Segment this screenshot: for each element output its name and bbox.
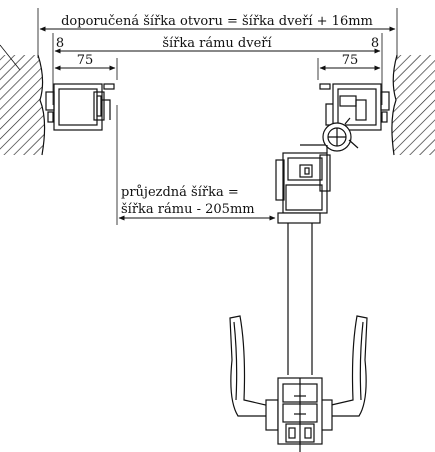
- lever-handle-right: [319, 315, 368, 431]
- wall-left: [0, 44, 46, 156]
- profile-left-label: 75: [77, 53, 94, 68]
- dimension-frame-width: šířka rámu dveří 8 8: [52, 33, 383, 105]
- gap-right-label: 8: [371, 36, 379, 51]
- passage-width-label-line1: průjezdná šířka =: [121, 184, 239, 200]
- dimension-profile-left: 75: [54, 53, 118, 80]
- profile-right-label: 75: [342, 53, 359, 68]
- lock-body: [277, 377, 323, 452]
- wall-right: [391, 54, 435, 156]
- gap-left-label: 8: [56, 36, 64, 51]
- door-leaf-body: [287, 223, 313, 375]
- passage-width-label-line2: šířka rámu - 205mm: [121, 202, 255, 217]
- frame-profile-right: [319, 83, 390, 152]
- dimension-profile-right: 75: [317, 53, 381, 80]
- dimension-recommended-opening: doporučená šířka otvoru = šířka dveří + …: [37, 8, 398, 58]
- frame-profile-left: [45, 83, 115, 131]
- lever-handle-left: [229, 315, 279, 431]
- frame-width-label: šířka rámu dveří: [162, 36, 272, 51]
- door-leaf-profile: [275, 144, 331, 224]
- recommended-opening-label: doporučená šířka otvoru = šířka dveří + …: [61, 14, 373, 29]
- dimension-passage-width: průjezdná šířka = šířka rámu - 205mm: [116, 105, 276, 225]
